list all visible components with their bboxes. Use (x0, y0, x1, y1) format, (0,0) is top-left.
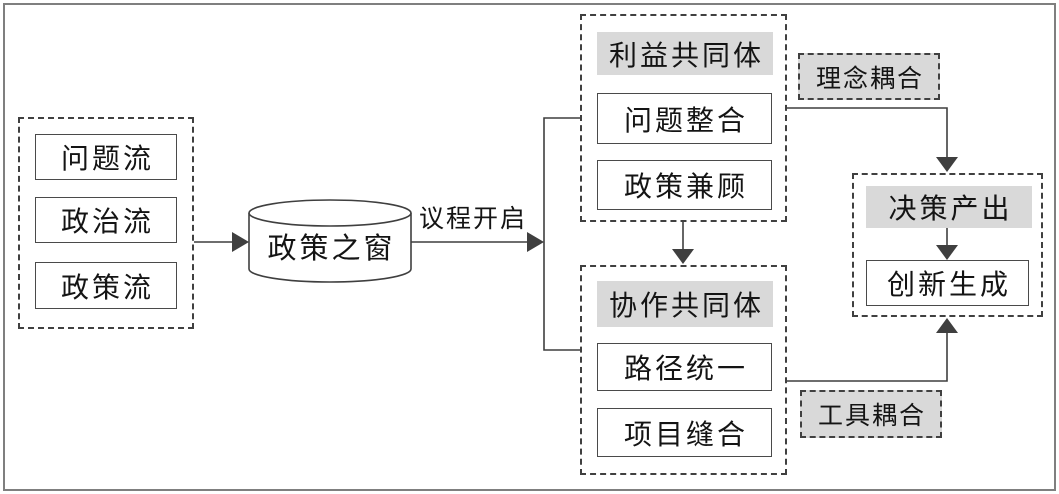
interest-community-header: 利益共同体 (597, 32, 773, 75)
problem-stream-box: 问题流 (35, 134, 177, 180)
policy-window-cylinder-body (248, 213, 412, 283)
community-link-arrowhead (672, 249, 694, 264)
tool-coupling-path (787, 332, 948, 382)
agenda-arrowhead (527, 232, 544, 252)
streams-to-window-arrowhead (232, 232, 249, 252)
project-stitching-box: 项目缝合 (597, 408, 772, 457)
streams-group: 问题流 政治流 政策流 (18, 117, 194, 329)
decision-output-header: 决策产出 (866, 186, 1032, 228)
policy-stream-box: 政策流 (35, 262, 177, 309)
tool-coupling-arrowhead (936, 318, 958, 333)
decision-output-group: 决策产出 创新生成 (852, 173, 1043, 317)
collaboration-community-group: 协作共同体 路径统一 项目缝合 (580, 265, 787, 475)
concept-coupling-arrowhead (936, 157, 958, 172)
policy-window-cylinder-top (248, 199, 412, 227)
interest-community-group: 利益共同体 问题整合 政策兼顾 (580, 14, 787, 222)
policy-balance-box: 政策兼顾 (597, 160, 772, 210)
innovation-generation-box: 创新生成 (866, 260, 1029, 306)
path-unification-box: 路径统一 (597, 343, 772, 391)
branch-bracket (543, 117, 580, 351)
decision-internal-arrowhead (936, 245, 958, 260)
concept-coupling-path (787, 107, 948, 158)
collaboration-community-header: 协作共同体 (597, 281, 773, 327)
policy-window-label: 政策之窗 (267, 233, 396, 265)
problem-integration-box: 问题整合 (597, 93, 772, 144)
concept-coupling-label: 理念耦合 (798, 53, 940, 100)
politics-stream-box: 政治流 (35, 197, 177, 243)
agenda-open-label: 议程开启 (418, 206, 527, 233)
tool-coupling-label: 工具耦合 (800, 390, 942, 438)
